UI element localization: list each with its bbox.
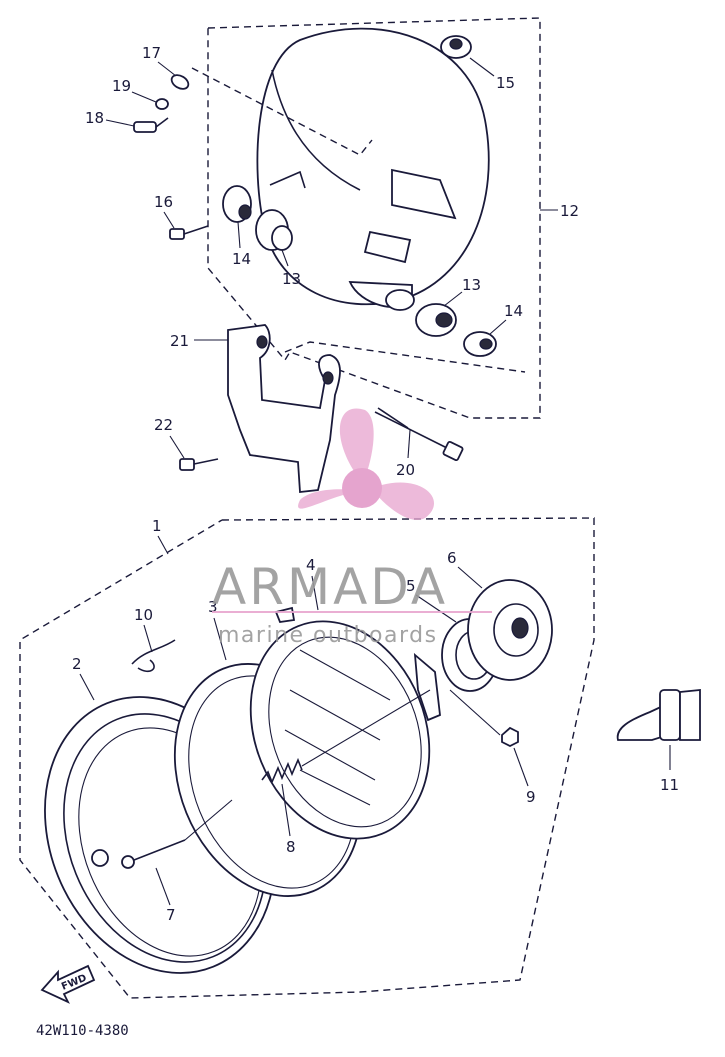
collar-14-left [222,185,252,223]
callout-labels: 1 2 3 4 5 6 7 8 9 10 11 12 13 13 14 14 1… [72,44,679,924]
callout-7: 7 [166,906,176,924]
callout-3: 3 [208,598,218,616]
callout-22: 22 [154,416,173,434]
forward-arrow: FWD [40,964,96,1004]
callout-21: 21 [170,332,189,350]
watermark-brand: ARMADA [212,558,448,616]
bolt-22 [179,458,219,471]
callout-13-left: 13 [282,270,301,288]
callout-4: 4 [306,556,316,574]
propeller-logo [298,408,435,520]
callout-6: 6 [447,549,457,567]
rubber-boot-6 [467,579,553,681]
bolt-18 [133,117,169,133]
damper-13-right [415,303,457,337]
screw-16 [169,225,209,240]
headlight-housing [256,27,490,311]
headlight-stay-21 [227,324,341,493]
watermark: ARMADA marine outboards [212,408,492,648]
group-box-1 [19,517,595,999]
callout-13-right: 13 [462,276,481,294]
callout-12: 12 [560,202,579,220]
callout-10: 10 [134,606,153,624]
diagram-code: 42W110-4380 [36,1023,129,1039]
callout-9: 9 [526,788,536,806]
nut-9 [449,689,519,748]
callout-16: 16 [154,193,173,211]
group-box-12 [207,17,541,419]
callout-1: 1 [152,517,162,535]
callout-14-left: 14 [232,250,251,268]
callout-2: 2 [72,655,82,673]
callout-5: 5 [406,577,416,595]
adjusting-screw-7 [121,799,233,869]
callout-18: 18 [85,109,104,127]
through-bolt-20 [374,407,464,462]
lower-assembly: FWD [19,517,701,1004]
watermark-tagline: marine outboards [218,623,438,648]
grommet-15 [440,35,472,59]
wire-clip-10 [131,639,176,673]
callout-8: 8 [286,838,296,856]
spring-8 [261,689,431,785]
callout-15: 15 [496,74,515,92]
lens-unit-4 [249,606,441,840]
callout-14-right: 14 [504,302,523,320]
callout-11: 11 [660,776,679,794]
damper-13-left [255,209,293,251]
callout-17: 17 [142,44,161,62]
headlight-bulb-11 [616,689,701,770]
callout-20: 20 [396,461,415,479]
collar-14-right [463,331,497,357]
upper-assembly [133,17,558,493]
callout-19: 19 [112,77,131,95]
washer-17 [170,74,190,90]
nut-19 [155,98,169,110]
